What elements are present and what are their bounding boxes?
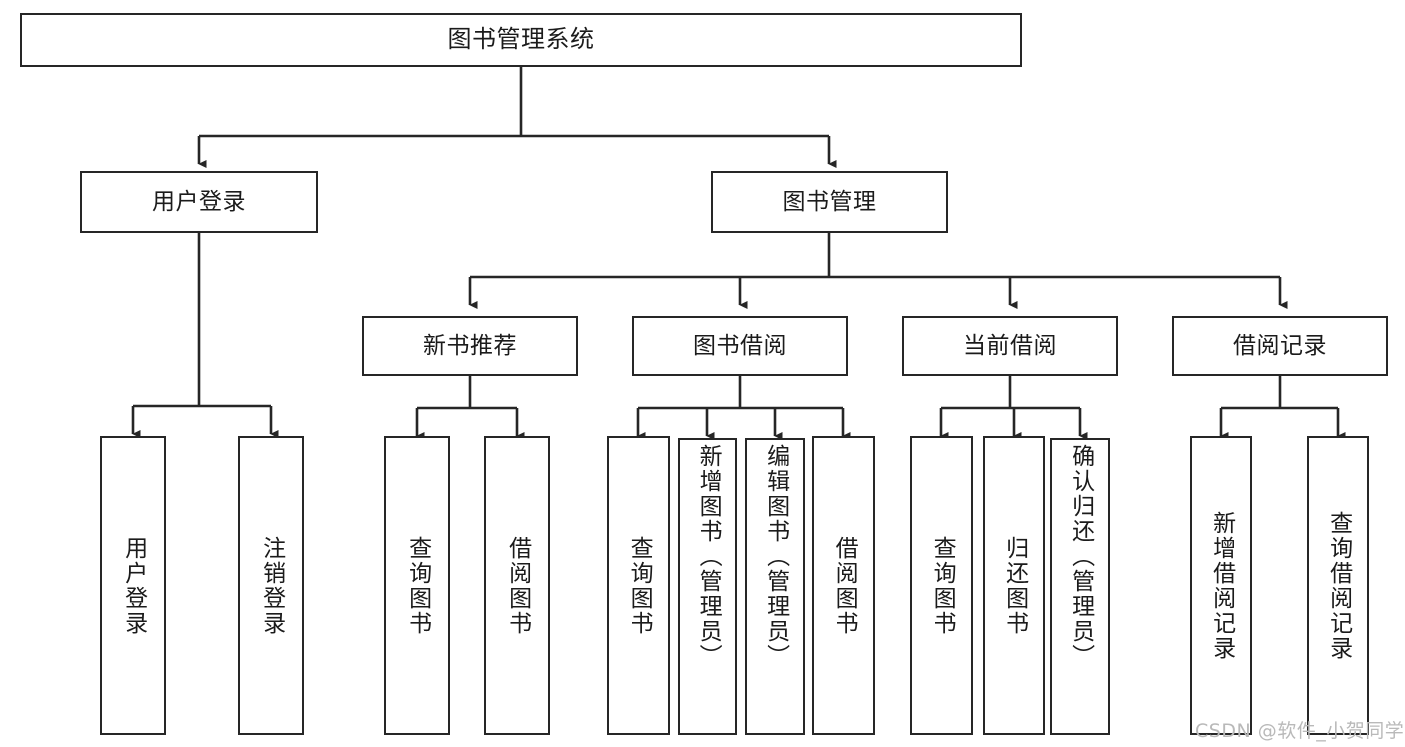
leaf-node-label: 借阅图书 bbox=[504, 535, 531, 636]
leaf-node-l10[interactable]: 归还图书 bbox=[983, 436, 1045, 735]
leaf-node-l2[interactable]: 注销登录 bbox=[238, 436, 304, 735]
node-borrow-records[interactable]: 借阅记录 bbox=[1172, 316, 1388, 376]
leaf-node-l5[interactable]: 查询图书 bbox=[607, 436, 670, 735]
leaf-node-label: 编辑图书（管理员） bbox=[762, 444, 789, 669]
node-book-management[interactable]: 图书管理 bbox=[711, 171, 948, 233]
node-root-system[interactable]: 图书管理系统 bbox=[20, 13, 1022, 67]
leaf-node-l4[interactable]: 借阅图书 bbox=[484, 436, 550, 735]
node-book-borrow[interactable]: 图书借阅 bbox=[632, 316, 848, 376]
leaf-node-label: 用户登录 bbox=[120, 535, 147, 636]
leaf-node-label: 归还图书 bbox=[1001, 535, 1028, 636]
leaf-node-label: 新增图书（管理员） bbox=[695, 444, 722, 669]
leaf-node-label: 查询借阅记录 bbox=[1325, 510, 1352, 661]
leaf-node-label: 查询图书 bbox=[404, 535, 431, 636]
leaf-node-label: 查询图书 bbox=[626, 535, 653, 636]
leaf-node-label: 确认归还（管理员） bbox=[1067, 444, 1094, 669]
leaf-node-label: 新增借阅记录 bbox=[1208, 510, 1235, 661]
watermark-text: CSDN @软件_小贺同学 bbox=[1195, 720, 1405, 742]
leaf-node-label: 查询图书 bbox=[929, 535, 956, 636]
leaf-node-l13[interactable]: 查询借阅记录 bbox=[1307, 436, 1369, 735]
leaf-node-label: 注销登录 bbox=[258, 535, 285, 636]
node-new-book-recommend[interactable]: 新书推荐 bbox=[362, 316, 578, 376]
leaf-node-l9[interactable]: 查询图书 bbox=[910, 436, 973, 735]
leaf-node-l7[interactable]: 编辑图书（管理员） bbox=[745, 438, 805, 735]
leaf-node-l6[interactable]: 新增图书（管理员） bbox=[678, 438, 737, 735]
leaf-node-l1[interactable]: 用户登录 bbox=[100, 436, 166, 735]
leaf-node-label: 借阅图书 bbox=[831, 535, 858, 636]
leaf-node-l12[interactable]: 新增借阅记录 bbox=[1190, 436, 1252, 735]
node-user-login[interactable]: 用户登录 bbox=[80, 171, 318, 233]
leaf-node-l11[interactable]: 确认归还（管理员） bbox=[1050, 438, 1110, 735]
node-current-borrow[interactable]: 当前借阅 bbox=[902, 316, 1118, 376]
leaf-node-l8[interactable]: 借阅图书 bbox=[812, 436, 875, 735]
leaf-node-l3[interactable]: 查询图书 bbox=[384, 436, 450, 735]
